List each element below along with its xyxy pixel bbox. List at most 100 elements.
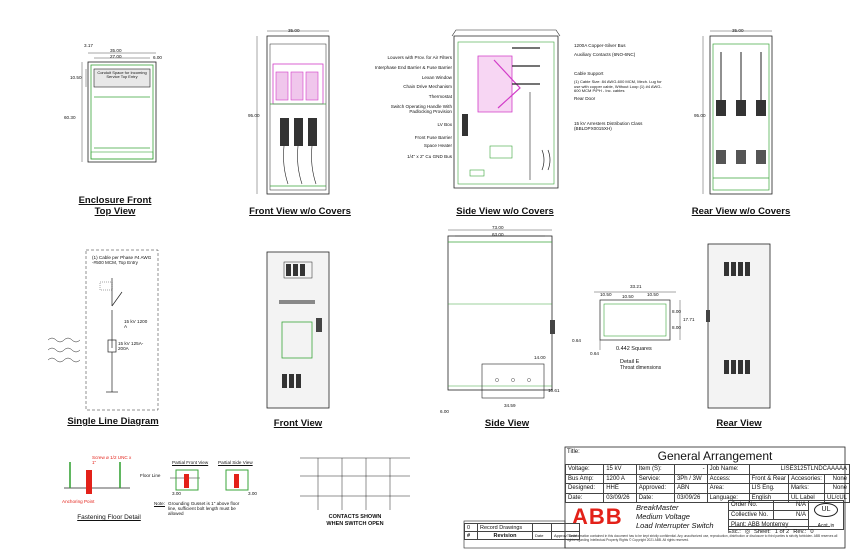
product-name: BreakMaster Medium Voltage Load Interrup…: [636, 503, 714, 530]
callout-arresters: 15 kV Arresters Distribution Class (BBLD…: [574, 120, 643, 131]
enclosure-title-line1: Enclosure Front: [78, 195, 152, 206]
tb-items-value: -: [673, 464, 708, 475]
contacts-line2: WHEN SWITCH OPEN: [326, 520, 384, 527]
side-view-drawing: [447, 229, 555, 399]
sheet-label: Sheet:: [753, 528, 771, 535]
contacts-line1: CONTACTS SHOWN: [328, 514, 382, 520]
abb-logo: ABB: [572, 504, 623, 529]
collective-label: Collective No.: [728, 509, 774, 521]
single-line-diagram-drawing: [47, 249, 159, 411]
tb-access-label: Access:: [706, 473, 750, 485]
tb-jobname-label: Job Name:: [706, 464, 750, 475]
dim-10-50: 10.50: [70, 75, 82, 80]
plant-value: ABB Monterrey: [747, 521, 789, 528]
floor-dim-1: 3.00: [172, 491, 181, 496]
order-no-value: N/A: [773, 500, 809, 511]
fastening-floor-detail-title: Fastening Floor Detail: [77, 514, 141, 521]
detail-e-dim-10-50-b: 10.50: [622, 294, 634, 299]
tb-busamp-value: 1200 A: [603, 473, 637, 485]
conduit-space-note: Conduit Space for Incoming Service Top E…: [97, 70, 147, 80]
detail-e-dim-33-21: 33.21: [630, 284, 642, 289]
side-dim-14: 14.00: [534, 355, 546, 360]
side-view-no-covers-drawing: [451, 29, 561, 189]
detail-e-dim-8-00-a: 8.00: [672, 309, 681, 314]
projection-symbol-icon: ◎: [744, 528, 750, 535]
rear-view-drawing: [706, 243, 771, 409]
fuse-rating: 15 kV 125A-200A: [118, 341, 144, 351]
detail-e-subtitle: Throat dimensions: [620, 365, 662, 371]
drawing-title: General Arrangement: [657, 449, 773, 463]
revision-date-cell: [532, 523, 552, 532]
front-view-no-covers-drawing: [256, 30, 330, 195]
rev-header-revision: Revision: [477, 531, 533, 540]
revision-header-row: # Revision Date Approv. Date: [464, 531, 581, 540]
anchoring-point-label: Anchoring Point: [62, 499, 95, 504]
front-nc-height-dim: 95.00: [248, 113, 260, 118]
contacts-shown-caption: CONTACTS SHOWN WHEN SWITCH OPEN: [300, 514, 410, 527]
detail-e-dim-0-64-a: 0.64: [572, 338, 581, 343]
tb-row-bus: Bus Amp: 1200 A Service: 3Ph / 3W Access…: [564, 473, 850, 485]
fastening-floor-detail-drawing: [64, 462, 249, 494]
detail-e-squares: 0.442 Squares: [616, 346, 652, 352]
order-no-label: Order No.: [728, 500, 774, 511]
front-view-drawing: [266, 251, 330, 409]
tb-service-label: Service:: [635, 473, 675, 485]
sheet-value: 1 of 2: [774, 528, 790, 535]
tb-access-value: Front & Rear: [748, 473, 789, 485]
callout-rear-door: Rear Door: [574, 96, 596, 101]
detail-e-dim-10-50-c: 10.50: [647, 292, 659, 297]
callout-cable-size: (1) Cable Size: 84 AWG-600 MCM, Mech. Lu…: [574, 79, 662, 93]
side-dim-63: 63.00: [492, 232, 504, 237]
callout-lv-box: LV Box: [437, 121, 452, 127]
esc-label: Esc.:: [728, 528, 741, 535]
tb-items-label: Item (S):: [635, 464, 675, 475]
switch-rating: 15 kV 1200 A: [124, 319, 148, 329]
rev-header-date: Date: [532, 531, 552, 540]
tb-designed-value: HHE: [603, 483, 637, 494]
callout-gnd-bus: 1/4" x 2" Cu GND Bus: [407, 154, 452, 160]
detail-e-title: Detail E: [620, 359, 640, 365]
detail-e-drawing: [594, 291, 681, 350]
screw-note: Screw ø 1/2 UNC x 1": [92, 455, 132, 465]
callout-space-heater: Space Heater: [423, 143, 452, 149]
single-line-diagram-title: Single Line Diagram: [67, 416, 159, 427]
rev-header-approv: Approv. Date: [550, 531, 581, 540]
rear-nc-height-dim: 95.00: [694, 113, 706, 118]
tb-area-value: LIS Eng.: [748, 483, 789, 494]
revision-text: Record Drawings: [477, 523, 533, 532]
tb-area-label: Area:: [706, 483, 750, 494]
enclosure-title-line2: Top View: [94, 206, 136, 217]
rear-view-no-covers-drawing: [702, 30, 773, 195]
partial-front-view-label: Partial Front View: [172, 460, 209, 465]
sheet-row: Esc.: ◎ Sheet: 1 of 2 Rev.: 0: [728, 526, 830, 536]
tb-date2-value: 03/09/26: [673, 492, 708, 504]
tb-marks-value: None: [823, 483, 850, 494]
revision-table: 0 Record Drawings # Revision Date Approv…: [464, 523, 581, 540]
side-callouts-right: 1200A Copper-Silver Bus Auxiliary Contac…: [574, 43, 662, 131]
detail-e-dim-10-50-a: 10.50: [600, 292, 612, 297]
dim-6-00: 6.00: [153, 55, 162, 60]
tb-date-label: Date:: [564, 492, 605, 504]
detail-e-dim-8-00-b: 8.00: [672, 325, 681, 330]
callout-front-fuse-barrier: Front Fuse Barrier: [414, 134, 452, 140]
tb-row-designed: Designed: HHE Approved: ABN Area: LIS En…: [564, 483, 850, 494]
grounding-gusset-note: Grounding Gusset is 1" above floor line,…: [168, 501, 240, 516]
side-view-no-covers-title: Side View w/o Covers: [456, 206, 554, 217]
disclaimer: The information contained in this docume…: [567, 534, 838, 542]
side-callouts-left: Louvers with Prov. for Air Filters Inter…: [368, 55, 452, 160]
revision-number: 0: [464, 523, 478, 532]
title-label: Title:: [567, 449, 580, 455]
tb-row-voltage: Voltage: 15 kV Item (S): - Job Name: LIS…: [564, 464, 850, 475]
tb-voltage-value: 15 kV: [603, 464, 637, 475]
rear-view-title: Rear View: [716, 418, 762, 429]
tb-jobname-value: LISE3125TLNDCAAAAA: [748, 464, 850, 475]
partial-side-view-label: Partial Side View: [218, 460, 253, 465]
plant-label: Plant:: [731, 521, 747, 528]
front-view-title: Front View: [273, 418, 323, 429]
rev-label: Rev.:: [793, 528, 807, 535]
product-line1: BreakMaster: [636, 503, 679, 512]
note-label: Note:: [154, 501, 165, 506]
rear-nc-width-dim: 35.00: [732, 28, 744, 33]
